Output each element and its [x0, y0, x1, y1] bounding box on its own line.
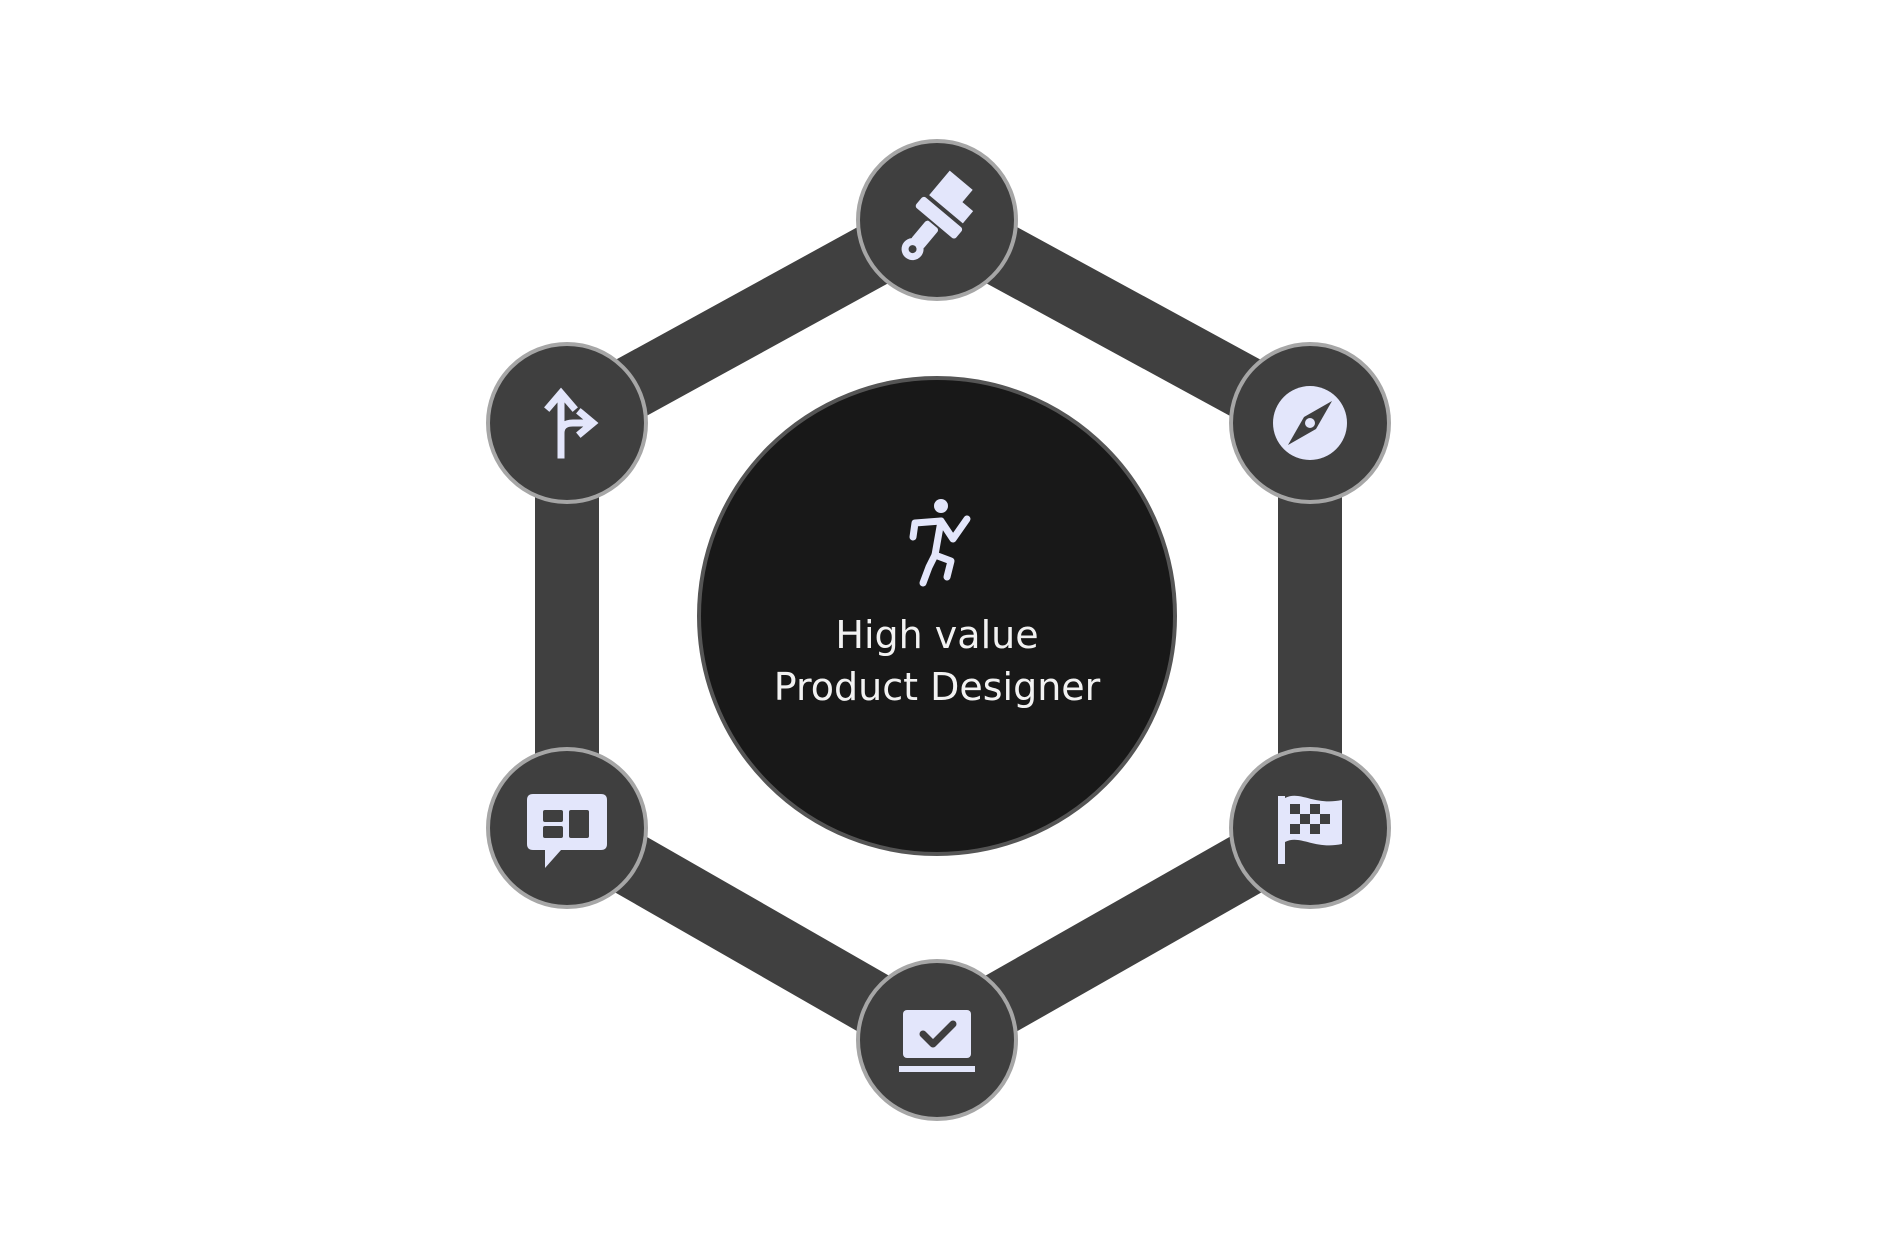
node-top — [856, 139, 1018, 301]
center-title-line2: Product Designer — [774, 665, 1101, 709]
node-lower-left — [486, 747, 648, 909]
node-upper-right — [1229, 342, 1391, 504]
compass-icon — [1273, 386, 1347, 460]
center-circle — [697, 376, 1177, 856]
center-title-line1: High value — [835, 613, 1038, 657]
fork-arrow-icon — [544, 387, 599, 459]
paintbrush-icon — [901, 170, 974, 261]
laptop-check-icon — [899, 1010, 975, 1072]
node-lower-right — [1229, 747, 1391, 909]
running-person-icon — [909, 499, 971, 587]
node-bottom — [856, 959, 1018, 1121]
checkered-flag-icon — [1278, 795, 1342, 864]
dashboard-chat-icon — [527, 794, 607, 868]
node-upper-left — [486, 342, 648, 504]
center-hub: High value Product Designer — [697, 376, 1177, 856]
